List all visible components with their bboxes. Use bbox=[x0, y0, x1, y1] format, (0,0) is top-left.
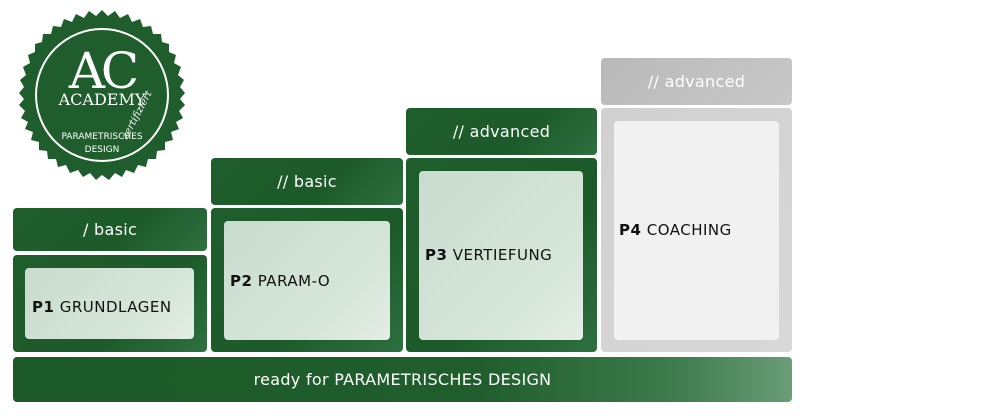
seal-academy: ACADEMY bbox=[58, 90, 146, 109]
step4-name: COACHING bbox=[646, 221, 732, 239]
step4-label: P4 COACHING bbox=[619, 221, 732, 239]
step3-name: VERTIEFUNG bbox=[452, 246, 553, 264]
step4-header-label: // advanced bbox=[647, 72, 746, 91]
step2-card: P2 PARAM-O bbox=[211, 208, 403, 352]
step4-header: // advanced bbox=[601, 58, 792, 105]
step3-box: P3 VERTIEFUNG bbox=[419, 171, 583, 340]
step4-box: P4 COACHING bbox=[614, 121, 779, 340]
step1-header: / basic bbox=[13, 208, 207, 251]
step4-code: P4 bbox=[619, 221, 642, 239]
seal-line2: DESIGN bbox=[84, 145, 120, 155]
step3-label: P3 VERTIEFUNG bbox=[425, 246, 552, 264]
step2-label: P2 PARAM-O bbox=[230, 272, 330, 290]
step1-box: P1 GRUNDLAGEN bbox=[25, 268, 194, 339]
footer-bar: ready for PARAMETRISCHES DESIGN bbox=[13, 357, 792, 402]
step2-name: PARAM-O bbox=[257, 272, 331, 290]
step3-card: P3 VERTIEFUNG bbox=[406, 158, 597, 352]
step2-header: // basic bbox=[211, 158, 403, 205]
step1-name: GRUNDLAGEN bbox=[59, 298, 172, 316]
footer-label: ready for PARAMETRISCHES DESIGN bbox=[253, 370, 552, 389]
step2-box: P2 PARAM-O bbox=[224, 221, 390, 340]
step4-card: P4 COACHING bbox=[601, 108, 792, 352]
seal-logo: AC bbox=[68, 42, 139, 100]
step3-header: // advanced bbox=[406, 108, 597, 155]
step1-header-label: / basic bbox=[82, 220, 138, 239]
academy-seal: AC ACADEMY PARAMETRISCHES DESIGN zertifi… bbox=[12, 8, 192, 186]
step1-code: P1 bbox=[32, 298, 55, 316]
step3-code: P3 bbox=[425, 246, 448, 264]
seal-line1: PARAMETRISCHES bbox=[61, 132, 143, 142]
step3-header-label: // advanced bbox=[452, 122, 551, 141]
step1-card: P1 GRUNDLAGEN bbox=[13, 255, 207, 352]
step1-label: P1 GRUNDLAGEN bbox=[32, 298, 172, 316]
step2-code: P2 bbox=[230, 272, 253, 290]
step2-header-label: // basic bbox=[277, 172, 337, 191]
